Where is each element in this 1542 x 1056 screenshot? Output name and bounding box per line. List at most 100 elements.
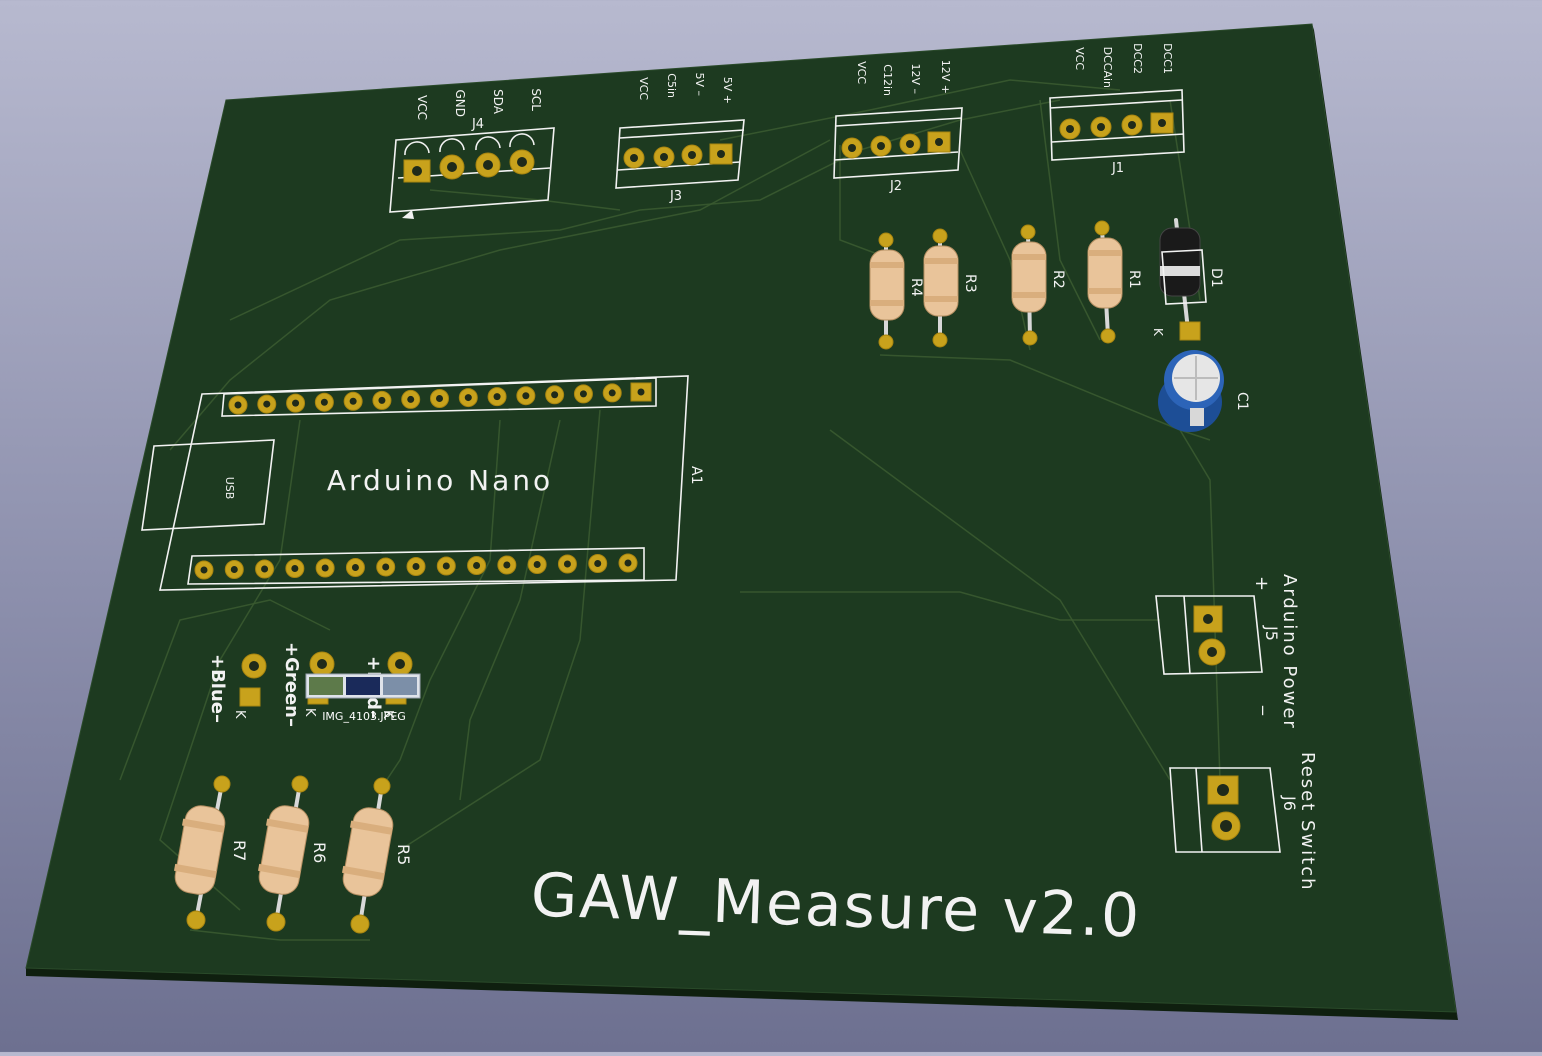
header-pin-hole [378,396,386,404]
header-pin-hole [292,399,300,407]
header-pin-hole [234,401,242,409]
j4-pin-1-label: VCC [415,95,429,120]
header-pin-hole [349,397,357,405]
led-blue: +Blue– K [207,653,267,723]
header-pin-hole [563,560,571,568]
resistor-R1: R1 [1087,220,1142,344]
a1-bottom-header-pins [194,553,638,580]
header-pin-hole [436,395,443,402]
header-pin-hole [407,395,415,403]
j1-pin-1-label: VCC [1073,47,1086,70]
j3-ref: J3 [669,189,682,204]
connector-J2: J2 VCC C12in 12V – 12V + [833,60,963,194]
header-pin-hole [412,563,420,570]
header-pin-hole [522,392,530,400]
a1-top-header-pins [228,382,652,415]
header-pin-hole [230,566,238,573]
resistor-R6: R6 [257,775,329,932]
arduino-name: Arduino Nano [327,464,553,497]
j1-ref: J1 [1111,161,1124,176]
header-pin-hole [382,563,390,571]
header-pin-hole [533,561,541,568]
led-green-label: +Green– [281,642,302,727]
j4-ref: J4 [471,117,484,132]
led-blue-cathode: K [232,710,247,719]
j2-ref: J2 [889,179,902,194]
connector-J6: J6 Reset Switch [1169,752,1318,892]
j3-pin-2-label: C5in [665,73,678,98]
header-pin-hole [200,566,208,574]
header-pin-hole [493,393,501,401]
j6-label: Reset Switch [1297,752,1318,892]
d1-ref: D1 [1208,268,1224,288]
capacitor-C1: C1 [1158,350,1250,432]
header-pin-hole [320,398,328,406]
header-pin-hole [551,391,559,399]
resistor-R5: R5 [341,777,413,934]
resistor-R2: R2 [1011,224,1066,346]
c1-ref: C1 [1234,392,1250,411]
j1-pin-4-label: DCC1 [1161,43,1174,74]
header-pin-hole [351,564,359,571]
j2-pin-1-label: VCC [855,61,868,84]
j2-pin-3-label: 12V – [909,63,922,94]
led-green-cathode: K [302,708,317,717]
header-pin-hole [321,564,329,572]
j3-pin-4-label: 5V + [721,77,734,104]
j3-pin-1-label: VCC [637,77,650,100]
r5-ref: R5 [394,844,413,865]
j4-pin-2-label: GND [453,89,467,117]
j4-pins [403,133,535,183]
header-pin-hole [473,562,481,569]
board-edge [26,968,1458,1020]
connector-J5: J5 Arduino Power + _ [1155,574,1300,730]
pcb-board [25,23,1457,1013]
header-pin-hole [594,560,602,567]
j3-pin-3-label: 5V – [693,72,706,96]
a1-ref: A1 [688,466,704,484]
j2-pin-4-label: 12V + [939,60,952,94]
usb-label: USB [223,477,236,500]
r7-ref: R7 [230,840,249,861]
d1-cathode-label: K [1151,328,1165,337]
header-pin-hole [579,390,587,398]
j1-pin-2-label: DCCAin [1101,47,1114,88]
arduino-A1: USB Arduino Nano A1 [141,375,704,591]
connector-J3: J3 VCC C5in 5V – 5V + [615,72,745,204]
header-pin-hole [503,561,511,569]
header-pin-hole [637,388,645,396]
diode-body [1159,227,1201,297]
header-pin-hole [464,394,472,402]
j5-plus: + [1251,576,1272,591]
r3-ref: R3 [962,274,978,293]
j2-pin-2-label: C12in [881,64,894,96]
header-pin-hole [261,565,269,573]
connector-J1: J1 VCC DCCAin DCC2 DCC1 [1049,43,1185,176]
resistor-R3: R3 [923,228,978,348]
j4-pin-4-label: SCL [529,88,543,111]
r4-ref: R4 [908,278,924,297]
r2-ref: R2 [1050,270,1066,289]
header-pin-hole [442,562,450,570]
resistor-R4: R4 [869,232,924,350]
j1-pin-3-label: DCC2 [1131,43,1144,74]
r1-ref: R1 [1126,270,1142,289]
resistor-R7: R7 [173,775,249,930]
connector-J4: J4 VCC GND SDA SCL [389,88,555,219]
j5-label: Arduino Power [1279,574,1300,730]
j5-ref: J5 [1262,625,1281,641]
led-red-cathode: K [380,710,395,719]
j4-pin-3-label: SDA [491,89,505,115]
image-thumbnail[interactable]: IMG_4103.JPEG [305,673,421,723]
header-pin-hole [624,559,632,567]
header-pin-hole [608,389,616,397]
header-pin-hole [291,565,299,572]
j6-ref: J6 [1280,795,1299,811]
r6-ref: R6 [310,842,329,863]
thumbnail-caption: IMG_4103.JPEG [322,710,406,723]
led-blue-label: +Blue– [207,654,228,723]
header-pin-hole [263,400,271,408]
j5-minus: _ [1261,705,1282,716]
